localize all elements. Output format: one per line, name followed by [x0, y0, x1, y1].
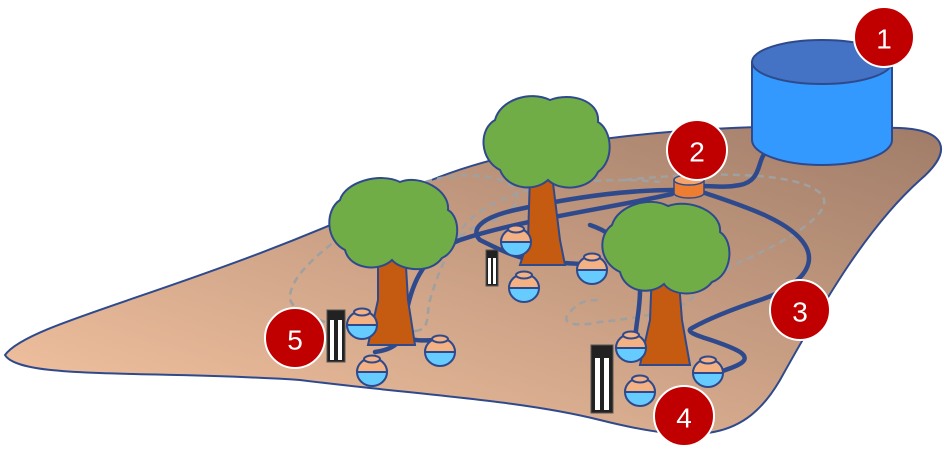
badge-valve: 2: [666, 119, 728, 181]
badge-sensor: 5: [264, 307, 326, 369]
tree-foliage: [482, 95, 611, 189]
pipe-to-right: [687, 189, 812, 375]
badge-label: 1: [876, 24, 892, 55]
tree-center: [482, 95, 611, 266]
tree-right: [601, 201, 731, 366]
dashed-ring-left: [288, 174, 519, 334]
tree-left: [328, 177, 459, 346]
soil-sensor: [485, 249, 499, 287]
tree-foliage: [601, 201, 731, 295]
badge-label: 5: [287, 325, 303, 356]
dashed-ring-middle: [458, 178, 661, 241]
soil-sensor: [326, 309, 346, 363]
badge-pot: 4: [653, 385, 715, 447]
badge-pipe: 3: [769, 279, 831, 341]
badge-tank: 1: [853, 6, 915, 68]
valve: [673, 174, 705, 199]
soil-sensors: [326, 249, 614, 414]
badge-label: 4: [676, 403, 692, 434]
badge-label: 3: [792, 297, 808, 328]
soil-sensor: [590, 344, 614, 414]
tank-body: [751, 61, 893, 166]
pipe-tank-to-valve: [699, 147, 773, 189]
tree-foliage: [328, 177, 459, 271]
badge-label: 2: [689, 137, 705, 168]
